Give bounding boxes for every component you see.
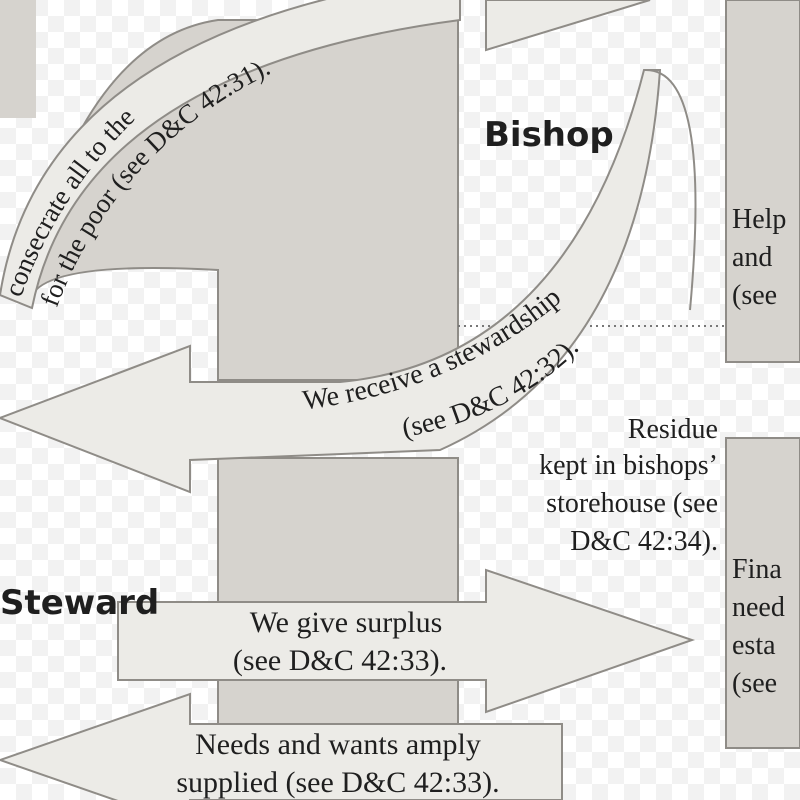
residue-note: Residue kept in bishops’ storehouse (see… [539, 414, 718, 557]
svg-text:Fina: Fina [732, 554, 782, 585]
svg-text:We give surplus: We give surplus [250, 606, 443, 639]
right-column-panel-lower [725, 437, 800, 749]
svg-text:Help: Help [732, 204, 786, 235]
svg-text:(see: (see [732, 668, 777, 699]
svg-text:(see: (see [732, 280, 777, 311]
right-column-lower-text: Fina need esta (see [732, 554, 785, 699]
surplus-text: We give surplus (see D&C 42:33). [233, 606, 447, 677]
svg-text:esta: esta [732, 630, 776, 661]
svg-text:D&C 42:34).: D&C 42:34). [570, 526, 718, 557]
stewardship-arrow [0, 69, 662, 494]
svg-text:kept in bishops’: kept in bishops’ [539, 450, 718, 481]
left-top-panel [0, 0, 36, 118]
steward-panel [217, 457, 459, 725]
needs-text: Needs and wants amply supplied (see D&C … [176, 728, 499, 799]
svg-text:need: need [732, 592, 785, 623]
steward-label: Steward [0, 583, 159, 623]
right-column-upper-text: Help and (see [732, 204, 786, 311]
svg-text:and: and [732, 242, 772, 273]
svg-text:Residue: Residue [628, 414, 718, 445]
svg-text:storehouse (see: storehouse (see [546, 488, 718, 519]
bishop-label: Bishop [484, 115, 614, 155]
top-arrow-head [485, 0, 651, 52]
right-column-panel-upper [725, 0, 800, 363]
svg-text:supplied (see D&C 42:33).: supplied (see D&C 42:33). [176, 766, 499, 799]
surplus-arrow [117, 568, 696, 714]
consecrate-band [0, 0, 461, 310]
svg-text:Needs and wants amply: Needs and wants amply [195, 728, 481, 761]
svg-text:(see D&C 42:33).: (see D&C 42:33). [233, 644, 447, 677]
needs-arrow [0, 692, 563, 800]
